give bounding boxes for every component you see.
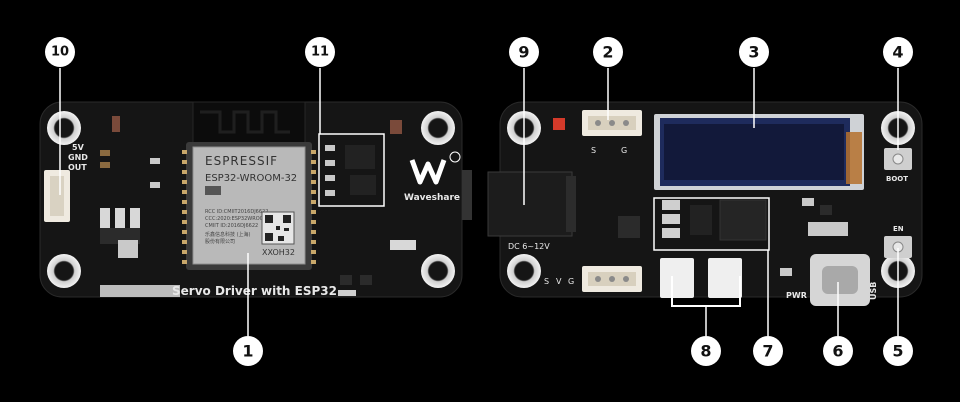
- front-smd-parts: [100, 116, 472, 297]
- usb-uart-chip: [719, 199, 767, 241]
- transistor-2: [708, 258, 742, 298]
- svg-text:5: 5: [892, 342, 903, 361]
- svg-text:6: 6: [832, 342, 843, 361]
- callout-1: 1: [233, 336, 263, 366]
- board-title: Servo Driver with ESP32: [172, 284, 337, 298]
- label-pwr: PWR: [786, 291, 807, 300]
- module-maker: ESPRESSIF: [205, 154, 278, 168]
- module-line1: RCC ID:CMIIT2016DJ6622: [205, 209, 268, 215]
- callout-5: 5: [883, 336, 913, 366]
- callout-6: 6: [823, 336, 853, 366]
- callout-11: 11: [305, 37, 335, 67]
- callout-3: 3: [739, 37, 769, 67]
- callout-4: 4: [883, 37, 913, 67]
- power-led: [553, 118, 565, 130]
- svg-text:8: 8: [700, 342, 711, 361]
- svg-text:3: 3: [748, 43, 759, 62]
- label-g-bot: G: [568, 277, 574, 286]
- callout-8: 8: [691, 336, 721, 366]
- label-gnd: GND: [68, 153, 88, 162]
- label-5v: 5V: [72, 143, 85, 152]
- wifi-logo: [205, 186, 221, 195]
- svg-text:9: 9: [518, 43, 529, 62]
- label-g-top: G: [621, 146, 627, 155]
- svg-text:4: 4: [892, 43, 903, 62]
- callouts: 1 2 3 4 5 6 7 8: [45, 37, 913, 366]
- callout-10: 10: [45, 37, 75, 67]
- svg-text:2: 2: [602, 43, 613, 62]
- callout-7: 7: [753, 336, 783, 366]
- highlight-box-7: [653, 197, 770, 251]
- module-chinese: 乐鑫信息科技 (上海): [205, 231, 251, 238]
- oled-display: [654, 114, 864, 190]
- module-model: ESP32-WROOM-32: [205, 173, 297, 184]
- side-connector: [462, 170, 472, 220]
- dc-jack: [487, 171, 573, 237]
- callout-2: 2: [593, 37, 623, 67]
- svg-text:10: 10: [51, 45, 69, 60]
- svg-text:7: 7: [762, 342, 773, 361]
- label-v-bot: V: [556, 277, 562, 286]
- dc-label: DC 6~12V: [508, 242, 550, 251]
- label-s-top: S: [591, 146, 596, 155]
- highlight-box-11: [318, 133, 385, 207]
- front-board: ESPRESSIF ESP32-WROOM-32 RCC ID:CMIIT201…: [39, 101, 472, 298]
- label-out: OUT: [68, 163, 87, 172]
- module-chinese2: 股份有限公司: [205, 238, 235, 245]
- waveshare-logo: [409, 159, 447, 185]
- leader-lines: [59, 68, 899, 336]
- brand-label: Waveshare: [404, 193, 460, 203]
- svg-text:1: 1: [242, 342, 253, 361]
- module-line2: CCC:2020:ESP32WROOM32: [205, 216, 274, 222]
- callout-9: 9: [509, 37, 539, 67]
- transistor-1: [660, 258, 694, 298]
- inductor: [618, 216, 640, 238]
- back-smd-parts: [618, 198, 848, 298]
- svg-text:11: 11: [311, 45, 329, 60]
- module-code: XXOH32: [262, 248, 295, 257]
- esp32-module: ESPRESSIF ESP32-WROOM-32 RCC ID:CMIIT201…: [182, 142, 316, 270]
- label-usb: USB: [869, 282, 878, 300]
- label-s-bot: S: [544, 277, 549, 286]
- label-boot: BOOT: [886, 175, 908, 183]
- back-board: DC 6~12V S G S V G BOOT EN: [487, 101, 923, 307]
- label-en: EN: [893, 225, 904, 233]
- oled-flex-cable: [846, 132, 862, 184]
- module-line3: CMIIT ID:2016DJ6622: [205, 223, 258, 229]
